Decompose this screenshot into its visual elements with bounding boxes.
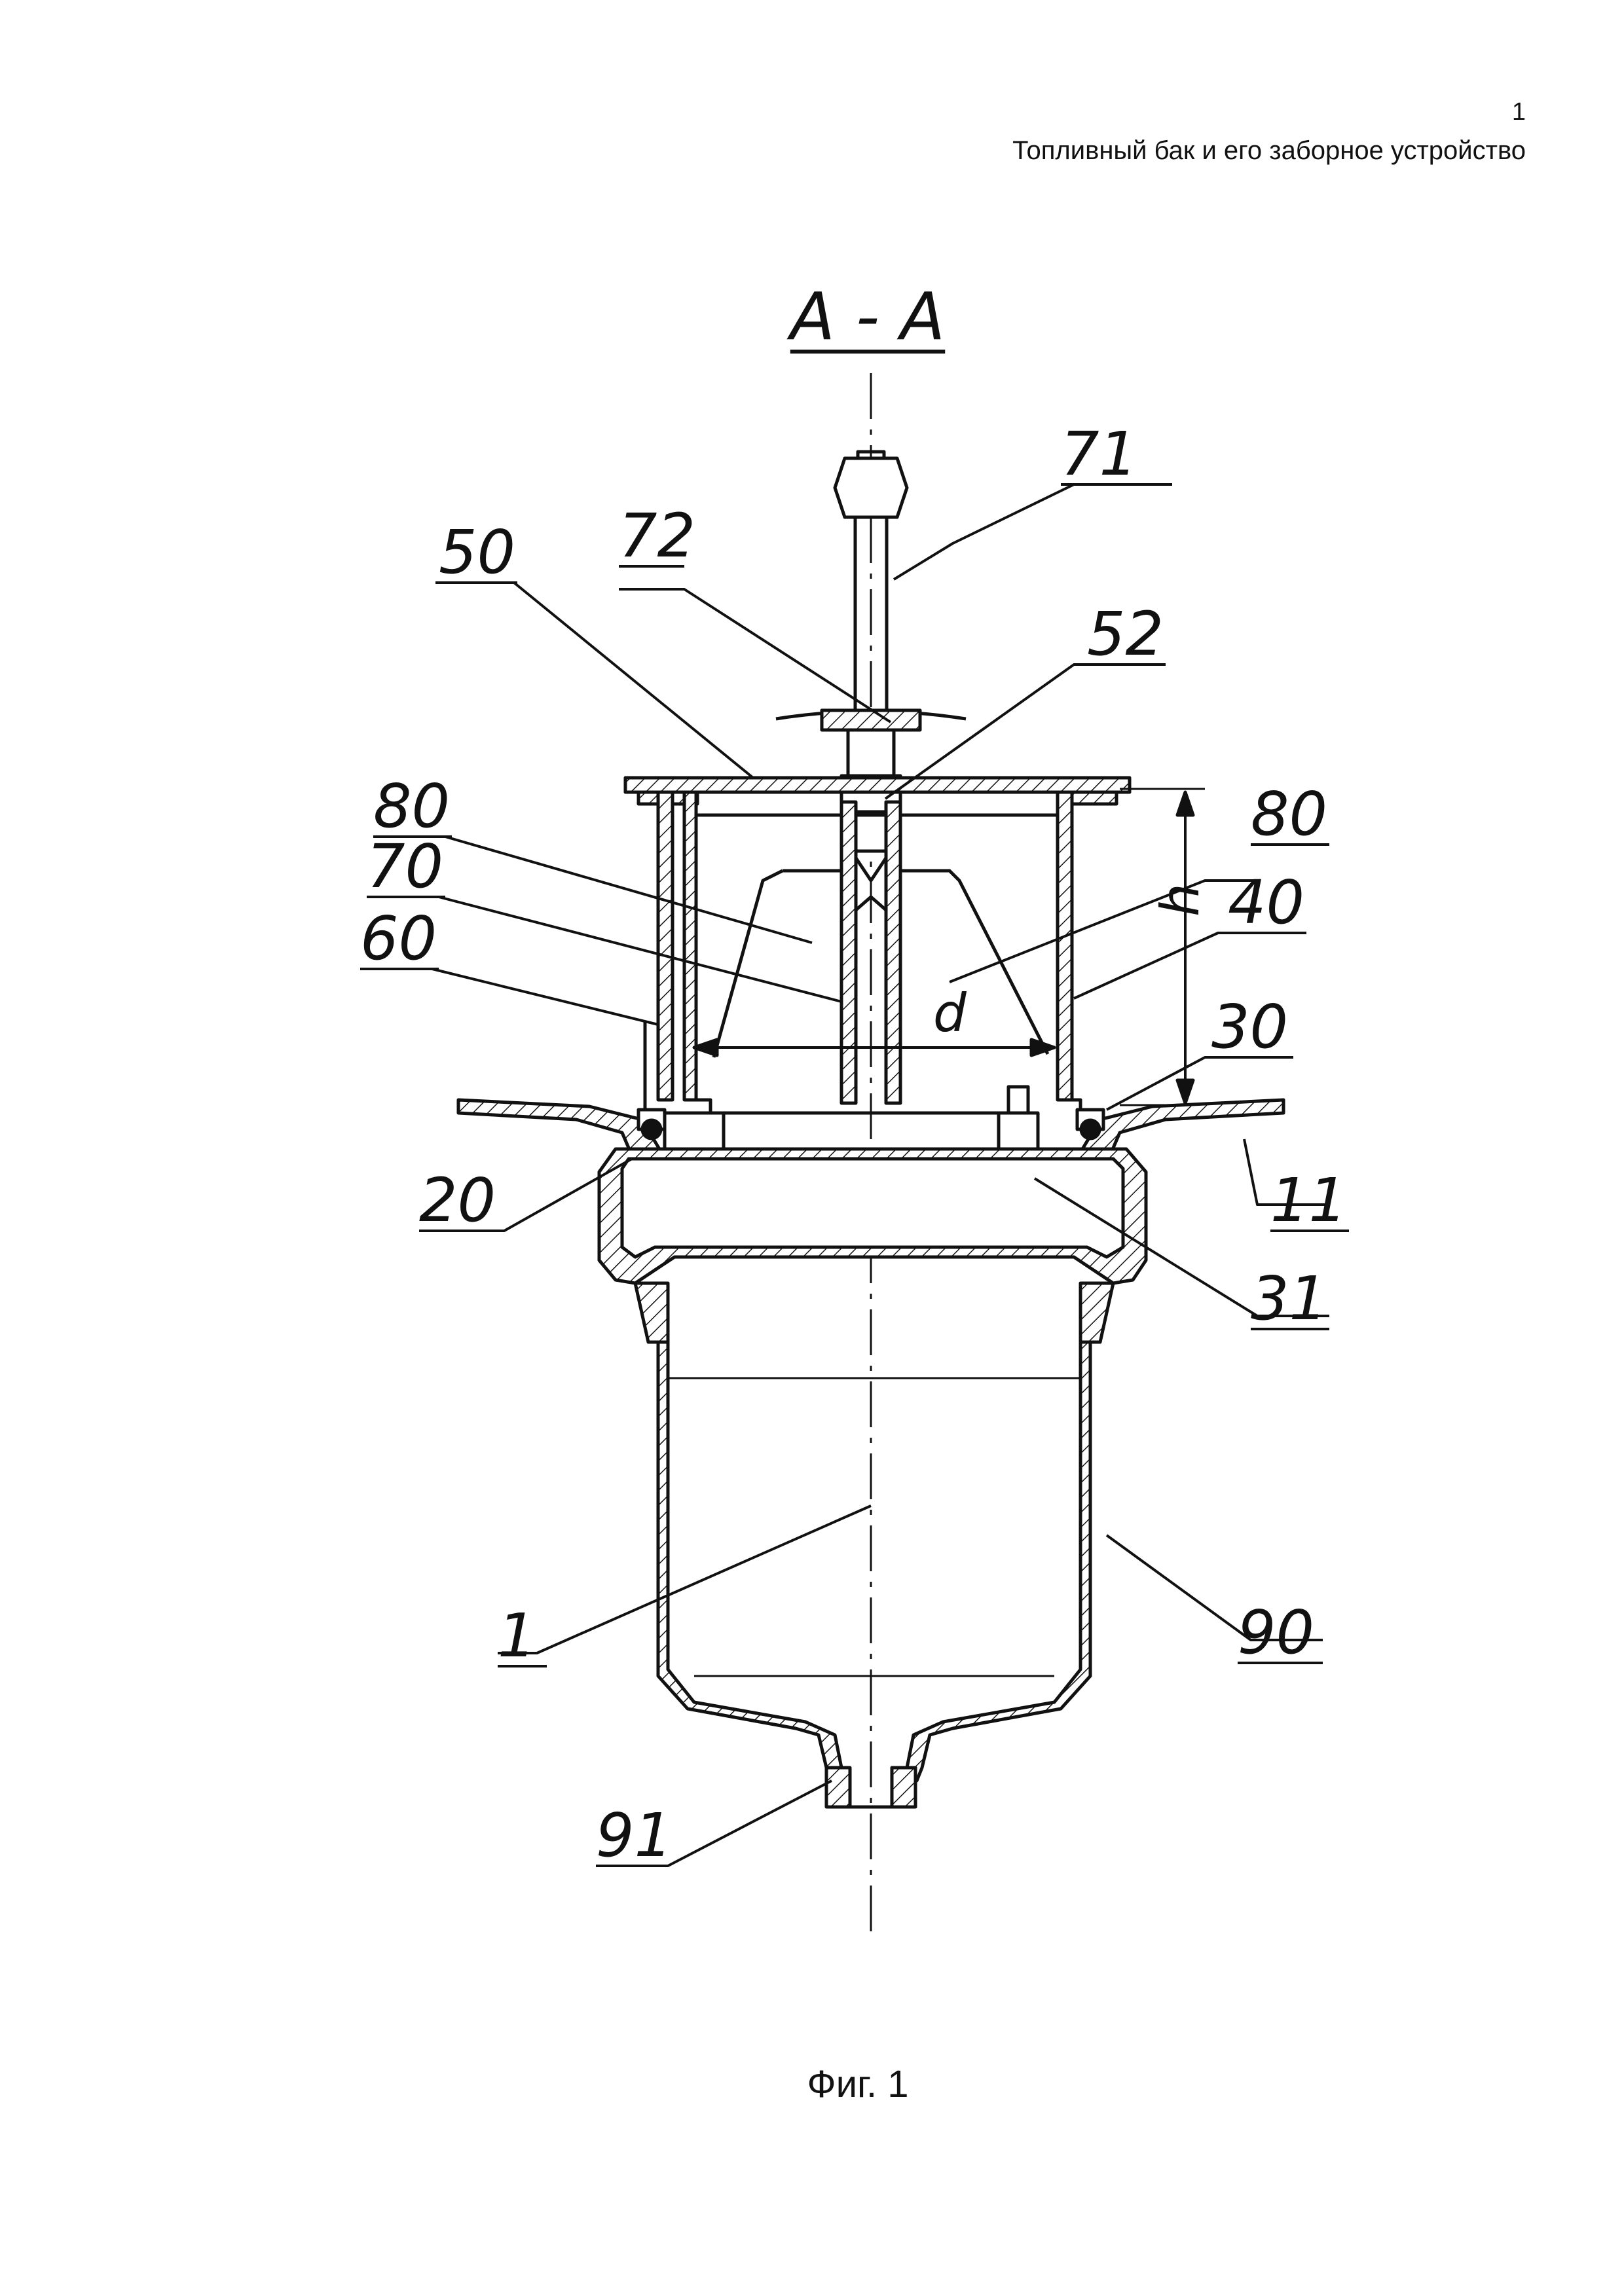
body-1 [597, 1111, 1148, 1285]
document-title: Топливный бак и его заборное устройство [1012, 136, 1526, 165]
ref-20: 20 [419, 1165, 496, 1235]
dimension-h-symbol: h [1150, 883, 1211, 917]
ref-31: 31 [1251, 1264, 1327, 1334]
ref-52: 52 [1087, 599, 1164, 669]
ref-91: 91 [596, 1800, 673, 1870]
ref-90: 90 [1238, 1597, 1314, 1667]
disk-72 [775, 708, 967, 732]
cup-90 [656, 1340, 1092, 1783]
ref-80-right: 80 [1251, 779, 1327, 849]
tube-70 [840, 800, 902, 1105]
dimension-d-symbol: d [933, 983, 967, 1044]
rod-nut [833, 456, 909, 519]
adapter [633, 1281, 1115, 1344]
rod-71 [833, 450, 909, 727]
ref-80-left: 80 [373, 771, 450, 841]
ref-30: 30 [1211, 992, 1288, 1062]
ref-72: 72 [619, 501, 695, 571]
ref-60: 60 [360, 903, 437, 974]
ref-1: 1 [498, 1601, 536, 1671]
dimension-d [692, 1038, 1056, 1057]
figure-caption: Фиг. 1 [807, 2063, 909, 2105]
ref-11: 11 [1270, 1165, 1347, 1235]
fitting-91 [824, 1766, 917, 1809]
section-view-label: A - A [790, 278, 946, 355]
ref-70: 70 [367, 831, 443, 902]
ref-40: 40 [1228, 867, 1304, 938]
ref-71: 71 [1061, 419, 1137, 489]
label-underlines [360, 483, 1349, 1867]
page-number: 1 [1511, 98, 1526, 126]
wall-40 [1056, 790, 1082, 1113]
dimension-h [1120, 788, 1205, 1106]
ref-50: 50 [439, 517, 515, 587]
float-80 [712, 869, 1050, 1058]
